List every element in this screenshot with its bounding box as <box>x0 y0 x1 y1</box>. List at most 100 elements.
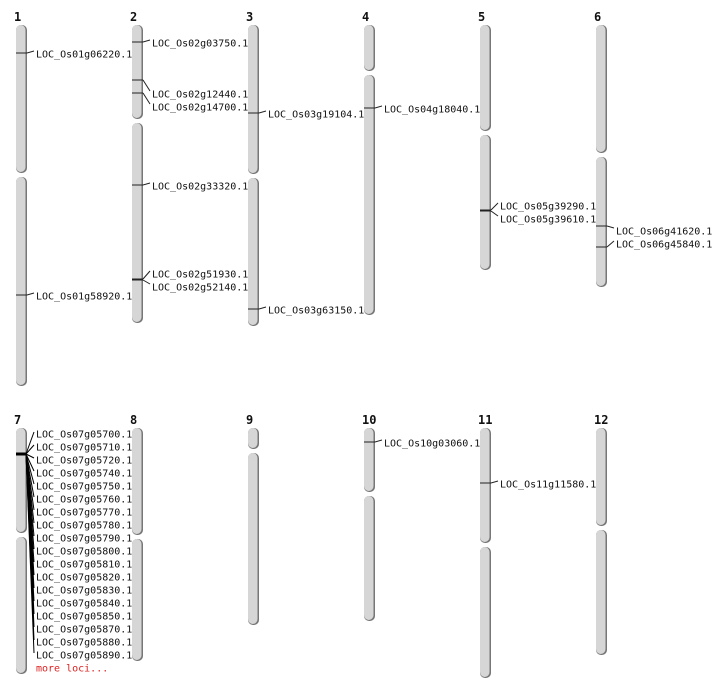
gene-label[interactable]: LOC_Os07g05850.1 <box>36 612 132 623</box>
chromosome-number: 11 <box>478 413 492 427</box>
chromosome-number: 2 <box>130 10 137 24</box>
gene-marker[interactable]: LOC_Os02g14700.1 <box>132 92 248 114</box>
chromosome-long-arm <box>248 178 258 325</box>
gene-label[interactable]: LOC_Os06g45840.1 <box>616 240 712 251</box>
chromosome-9[interactable]: 9 <box>246 413 259 625</box>
gene-label[interactable]: LOC_Os03g63150.1 <box>268 306 364 317</box>
gene-label[interactable]: LOC_Os07g05700.1 <box>36 430 132 441</box>
chromosome-short-arm <box>16 428 26 532</box>
gene-label[interactable]: LOC_Os01g58920.1 <box>36 292 132 303</box>
gene-marker[interactable]: LOC_Os05g39610.1 <box>480 210 596 226</box>
chromosome-12[interactable]: 12 <box>594 413 608 655</box>
gene-label[interactable]: LOC_Os07g05830.1 <box>36 586 132 597</box>
gene-marker[interactable]: LOC_Os01g58920.1 <box>16 292 132 303</box>
gene-label[interactable]: LOC_Os06g41620.1 <box>616 227 712 238</box>
chromosome-short-arm <box>364 25 374 70</box>
chromosome-long-arm <box>596 530 606 654</box>
gene-label[interactable]: LOC_Os07g05870.1 <box>36 625 132 636</box>
gene-label[interactable]: LOC_Os10g03060.1 <box>384 439 480 450</box>
gene-label[interactable]: LOC_Os07g05810.1 <box>36 560 132 571</box>
more-loci-link[interactable]: more loci... <box>36 664 108 675</box>
chromosome-long-arm <box>16 537 26 673</box>
chromosome-long-arm <box>248 453 258 624</box>
chromosome-long-arm <box>480 547 490 677</box>
chromosome-number: 3 <box>246 10 253 24</box>
gene-label[interactable]: LOC_Os07g05770.1 <box>36 508 132 519</box>
gene-marker[interactable]: LOC_Os07g05890.1 <box>25 453 132 662</box>
chromosome-7[interactable]: 7LOC_Os07g05700.1LOC_Os07g05710.1LOC_Os0… <box>14 413 132 675</box>
gene-marker[interactable]: LOC_Os11g11580.1 <box>480 480 596 491</box>
gene-marker[interactable]: LOC_Os03g19104.1 <box>248 110 364 121</box>
gene-label[interactable]: LOC_Os07g05750.1 <box>36 482 132 493</box>
gene-marker[interactable]: LOC_Os02g33320.1 <box>132 182 248 193</box>
gene-marker[interactable]: LOC_Os02g51930.1 <box>132 270 248 281</box>
chromosome-long-arm <box>132 539 142 660</box>
gene-marker[interactable]: LOC_Os01g06220.1 <box>16 50 132 61</box>
chromosome-number: 12 <box>594 413 608 427</box>
gene-label[interactable]: LOC_Os07g05880.1 <box>36 638 132 649</box>
chromosome-long-arm <box>132 123 142 322</box>
chromosome-long-arm <box>596 157 606 286</box>
chromosome-long-arm <box>480 135 490 269</box>
gene-marker[interactable]: LOC_Os02g12440.1 <box>132 79 248 101</box>
gene-label[interactable]: LOC_Os05g39610.1 <box>500 215 596 226</box>
gene-label[interactable]: LOC_Os02g14700.1 <box>152 103 248 114</box>
chromosome-short-arm <box>480 25 490 130</box>
gene-marker[interactable]: LOC_Os04g18040.1 <box>364 105 480 116</box>
gene-label[interactable]: LOC_Os07g05840.1 <box>36 599 132 610</box>
gene-label[interactable]: LOC_Os07g05820.1 <box>36 573 132 584</box>
gene-label[interactable]: LOC_Os07g05760.1 <box>36 495 132 506</box>
chromosome-8[interactable]: 8 <box>130 413 143 661</box>
chromosome-number: 10 <box>362 413 376 427</box>
gene-label[interactable]: LOC_Os02g03750.1 <box>152 39 248 50</box>
gene-label[interactable]: LOC_Os07g05800.1 <box>36 547 132 558</box>
gene-label[interactable]: LOC_Os05g39290.1 <box>500 202 596 213</box>
gene-label[interactable]: LOC_Os07g05890.1 <box>36 651 132 662</box>
gene-label[interactable]: LOC_Os02g33320.1 <box>152 182 248 193</box>
gene-label[interactable]: LOC_Os01g06220.1 <box>36 50 132 61</box>
gene-label[interactable]: LOC_Os07g05790.1 <box>36 534 132 545</box>
gene-label[interactable]: LOC_Os07g05720.1 <box>36 456 132 467</box>
chromosome-number: 7 <box>14 413 21 427</box>
gene-marker[interactable]: LOC_Os07g05710.1 <box>25 443 132 455</box>
gene-marker[interactable]: LOC_Os07g05700.1 <box>25 430 132 455</box>
chromosome-short-arm <box>132 25 142 118</box>
gene-label[interactable]: LOC_Os02g51930.1 <box>152 270 248 281</box>
gene-label[interactable]: LOC_Os02g12440.1 <box>152 90 248 101</box>
chromosome-number: 9 <box>246 413 253 427</box>
chromosome-2[interactable]: 2LOC_Os02g03750.1LOC_Os02g12440.1LOC_Os0… <box>130 10 248 323</box>
gene-label[interactable]: LOC_Os07g05780.1 <box>36 521 132 532</box>
gene-label[interactable]: LOC_Os02g52140.1 <box>152 283 248 294</box>
gene-marker[interactable]: LOC_Os06g41620.1 <box>596 225 712 238</box>
chromosome-long-arm <box>364 496 374 620</box>
gene-label[interactable]: LOC_Os07g05740.1 <box>36 469 132 480</box>
chromosome-number: 6 <box>594 10 601 24</box>
gene-marker[interactable]: LOC_Os02g52140.1 <box>132 279 248 294</box>
gene-marker[interactable]: LOC_Os02g03750.1 <box>132 39 248 50</box>
gene-marker[interactable]: LOC_Os03g63150.1 <box>248 306 364 317</box>
gene-marker[interactable]: LOC_Os07g05720.1 <box>25 453 132 467</box>
gene-label[interactable]: LOC_Os11g11580.1 <box>500 480 596 491</box>
gene-marker[interactable]: LOC_Os07g05740.1 <box>25 453 132 480</box>
chromosome-long-arm <box>364 75 374 314</box>
gene-label[interactable]: LOC_Os03g19104.1 <box>268 110 364 121</box>
gene-marker[interactable]: LOC_Os10g03060.1 <box>364 439 480 450</box>
gene-marker[interactable]: LOC_Os06g45840.1 <box>596 240 712 251</box>
chromosome-number: 4 <box>362 10 369 24</box>
chromosome-number: 8 <box>130 413 137 427</box>
chromosome-short-arm <box>596 428 606 525</box>
gene-marker[interactable]: LOC_Os05g39290.1 <box>480 202 596 213</box>
chromosome-number: 1 <box>14 10 21 24</box>
gene-label[interactable]: LOC_Os04g18040.1 <box>384 105 480 116</box>
chromosome-short-arm <box>16 25 26 172</box>
gene-label[interactable]: LOC_Os07g05710.1 <box>36 443 132 454</box>
